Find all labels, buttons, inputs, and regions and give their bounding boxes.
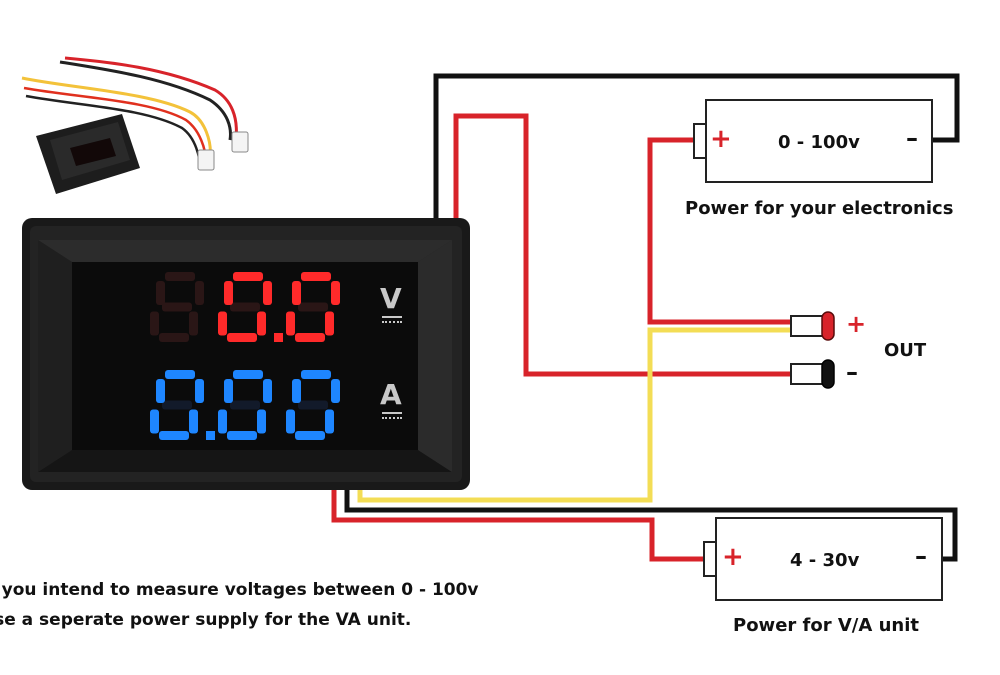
segment-g [230,302,260,312]
bottom-battery-caption: Power for V/A unit [733,615,919,636]
top-battery-minus: – [906,124,918,152]
black-wire-bottom [344,488,958,562]
current-digit-2 [218,370,272,440]
segment-b [195,379,204,403]
segment-c [189,311,198,336]
voltage-unit-label: V [380,282,402,315]
red-wire-bottom [331,488,712,562]
segment-e [150,409,159,434]
battery-top [693,99,933,183]
segment-f [156,281,165,305]
segment-d [227,431,257,440]
segment-c [189,409,198,434]
segment-e [218,409,227,434]
product-photo [21,56,249,194]
voltage-digit-1 [150,272,204,342]
segment-b [331,379,340,403]
segment-b [263,281,272,305]
out-label: OUT [884,340,927,361]
voltage-unit-underline [382,316,402,323]
segment-g [298,400,328,410]
segment-e [286,311,295,336]
segment-d [295,431,325,440]
segment-c [257,311,266,336]
bottom-battery-plus: + [722,542,744,572]
segment-g [298,302,328,312]
segment-d [227,333,257,342]
segment-f [292,281,301,305]
red-wire-top-plus [647,137,795,325]
note-line-1: If you intend to measure voltages betwee… [0,580,479,600]
segment-g [230,400,260,410]
current-digit-1 [150,370,204,440]
black-wire-top [433,73,960,222]
segment-a [301,370,331,379]
segment-c [325,311,334,336]
out-minus-sign: – [846,358,858,386]
segment-a [301,272,331,281]
output-terminals [790,311,835,389]
voltage-digit-2 [218,272,272,342]
segment-e [150,311,159,336]
segment-f [224,379,233,403]
out-plus-sign: + [846,310,867,338]
bottom-battery-minus: – [915,542,927,570]
current-unit-label: A [380,378,402,411]
bottom-battery-range: 4 - 30v [790,550,860,571]
segment-g [162,400,192,410]
top-battery-caption: Power for your electronics [685,198,954,219]
segment-d [159,431,189,440]
segment-f [224,281,233,305]
segment-b [195,281,204,305]
top-battery-plus: + [710,124,732,154]
red-wire-meter [453,113,795,377]
top-battery-range: 0 - 100v [778,132,860,153]
segment-g [162,302,192,312]
segment-d [159,333,189,342]
segment-a [233,272,263,281]
segment-a [165,272,195,281]
segment-d [295,333,325,342]
voltage-decimal-point [274,333,283,342]
segment-f [292,379,301,403]
battery-bottom [703,517,943,601]
segment-b [263,379,272,403]
va-meter [22,218,470,490]
segment-e [286,409,295,434]
segment-e [218,311,227,336]
wires [331,73,960,562]
note-line-2: use a seperate power supply for the VA u… [0,610,412,630]
current-unit-underline [382,412,402,419]
segment-c [257,409,266,434]
segment-c [325,409,334,434]
current-digit-3 [286,370,340,440]
segment-b [331,281,340,305]
current-decimal-point [206,431,215,440]
voltage-digit-3 [286,272,340,342]
segment-a [233,370,263,379]
segment-f [156,379,165,403]
yellow-wire [357,327,795,503]
segment-a [165,370,195,379]
